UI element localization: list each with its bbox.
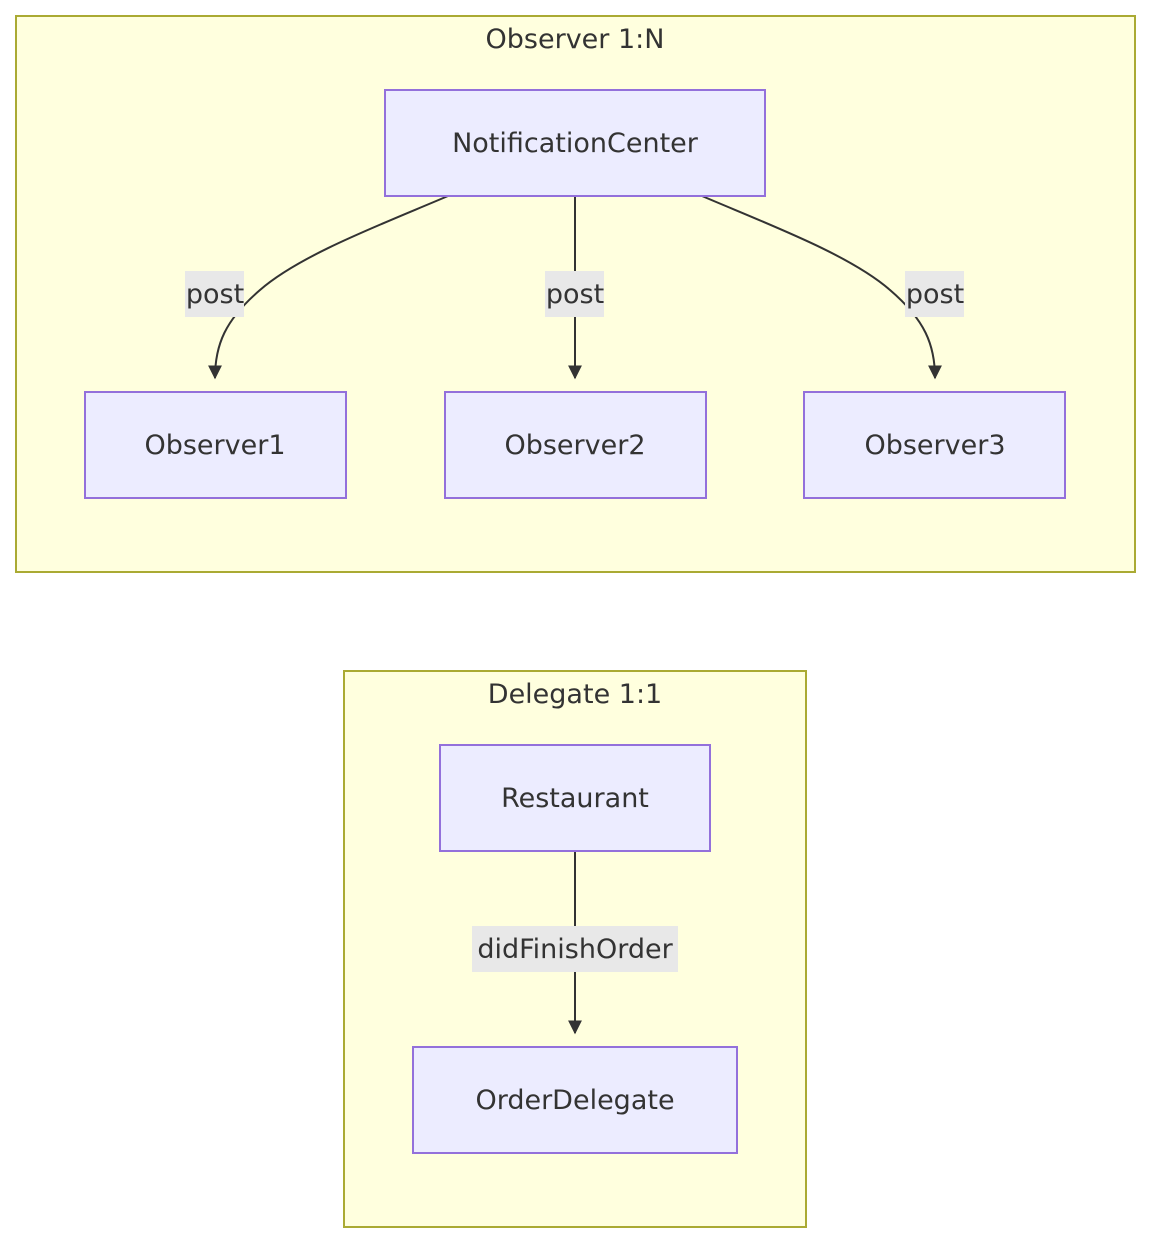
edge-label-text: didFinishOrder	[477, 934, 673, 965]
edge-label-post-2: post	[545, 271, 604, 317]
edge-label-text: post	[186, 279, 244, 310]
node-label: OrderDelegate	[475, 1085, 674, 1116]
edge-label-did-finish-order: didFinishOrder	[472, 926, 678, 972]
edge-post-observer1	[208, 195, 449, 380]
node-order-delegate[interactable]: OrderDelegate	[412, 1046, 738, 1154]
edge-label-post-3: post	[905, 271, 964, 317]
edge-label-text: post	[546, 279, 604, 310]
observer-cluster: Observer 1:N post post post Notification…	[15, 15, 1136, 573]
delegate-cluster: Delegate 1:1 didFinishOrder Restaurant O…	[343, 670, 807, 1228]
node-label: Restaurant	[501, 783, 649, 814]
node-label: Observer2	[504, 430, 645, 461]
node-observer3[interactable]: Observer3	[803, 391, 1066, 499]
edge-label-post-1: post	[185, 271, 244, 317]
delegate-cluster-title: Delegate 1:1	[488, 679, 662, 710]
node-restaurant[interactable]: Restaurant	[439, 744, 711, 852]
node-observer2[interactable]: Observer2	[444, 391, 707, 499]
observer-cluster-title: Observer 1:N	[486, 24, 665, 55]
node-label: NotificationCenter	[452, 128, 699, 159]
node-observer1[interactable]: Observer1	[84, 391, 347, 499]
node-notification-center[interactable]: NotificationCenter	[384, 89, 766, 197]
node-label: Observer3	[864, 430, 1005, 461]
node-label: Observer1	[144, 430, 285, 461]
edge-post-observer3	[701, 195, 942, 380]
edge-label-text: post	[906, 279, 964, 310]
